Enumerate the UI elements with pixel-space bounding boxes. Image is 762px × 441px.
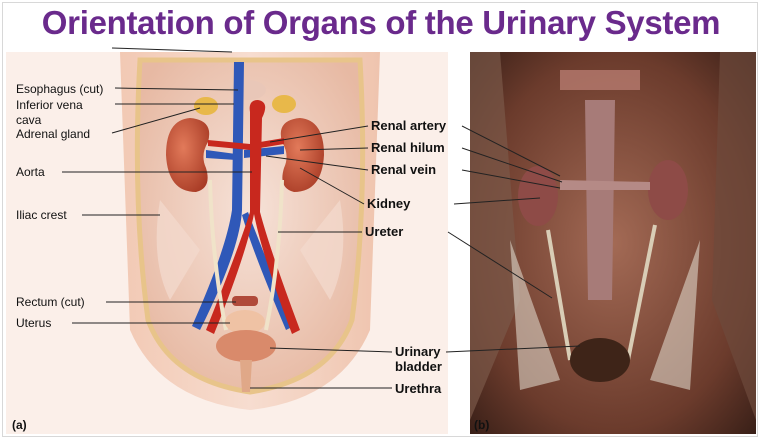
label-esophagus: Esophagus (cut) xyxy=(16,82,104,96)
label-cava: cava xyxy=(16,113,42,127)
urinary-bladder xyxy=(216,330,276,362)
adrenal-left xyxy=(194,97,218,115)
leader-lines xyxy=(62,47,581,389)
photo-aorta xyxy=(585,100,615,300)
photo-renal-vessels xyxy=(560,180,650,190)
label-inferior-vena: Inferior vena xyxy=(16,98,83,112)
page-title: Orientation of Organs of the Urinary Sys… xyxy=(41,4,721,41)
photo-psoas-right xyxy=(650,240,700,390)
ureter-left xyxy=(208,179,228,331)
kidney-right xyxy=(280,118,324,192)
label-aorta: Aorta xyxy=(16,165,45,179)
label-renal-hilum: Renal hilum xyxy=(371,140,445,155)
panel-b-photo xyxy=(470,52,756,434)
iliac-right xyxy=(300,200,344,300)
label-bladder: bladder xyxy=(395,359,442,374)
renal-vein-left xyxy=(206,150,236,160)
figure-border xyxy=(2,2,758,437)
ureter-right xyxy=(264,179,284,331)
renal-artery-left xyxy=(208,140,250,150)
photo-wall-left xyxy=(470,52,520,420)
label-adrenal-gland: Adrenal gland xyxy=(16,127,91,141)
label-urethra: Urethra xyxy=(395,381,442,396)
label-rectum: Rectum (cut) xyxy=(16,295,85,309)
label-kidney: Kidney xyxy=(367,196,411,211)
kidney-left xyxy=(166,118,210,192)
photo-ureter-right xyxy=(626,224,657,361)
panel-b-letter: (b) xyxy=(474,418,490,432)
label-urinary: Urinary xyxy=(395,344,441,359)
rectum xyxy=(232,296,258,306)
iliac-left xyxy=(156,200,200,300)
photo-bladder xyxy=(570,338,630,382)
adrenal-right xyxy=(272,95,296,113)
label-ureter: Ureter xyxy=(365,224,404,239)
photo-liver-edge xyxy=(560,70,640,90)
label-renal-artery: Renal artery xyxy=(371,118,447,133)
label-uterus: Uterus xyxy=(16,316,52,330)
urethra xyxy=(240,360,252,392)
photo-wall-right xyxy=(712,52,756,420)
panel-a-illustration xyxy=(6,52,448,434)
photo-psoas-left xyxy=(510,240,560,390)
panel-a-letter: (a) xyxy=(12,418,27,432)
uterus xyxy=(225,310,265,334)
photo-kidney-right xyxy=(648,160,688,220)
label-renal-vein: Renal vein xyxy=(371,162,437,177)
photo-kidney-left xyxy=(518,166,558,226)
label-iliac-crest: Iliac crest xyxy=(16,208,67,222)
